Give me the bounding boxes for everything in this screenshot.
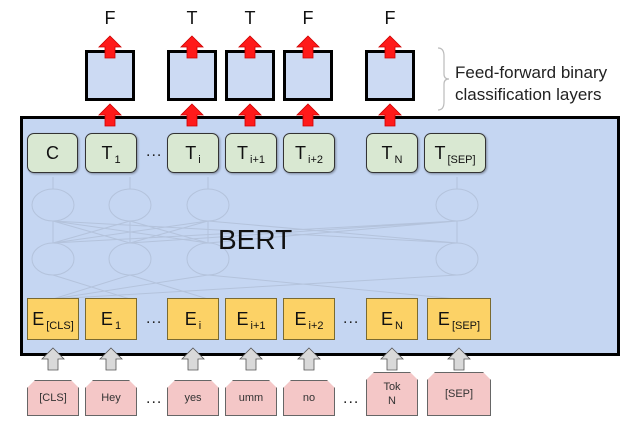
ellipsis: ... — [146, 310, 163, 327]
tbox-sub: i+2 — [308, 154, 323, 166]
arrow-up-gray-icon — [239, 347, 263, 371]
token-text: N — [388, 395, 396, 407]
token-text: no — [302, 391, 316, 404]
arrow-up-red-icon — [98, 103, 122, 127]
ebox-sub: i — [198, 320, 202, 332]
arrow-up-gray-icon — [181, 347, 205, 371]
tbox-sub: i+1 — [250, 154, 265, 166]
tbox-main: T — [434, 142, 446, 163]
caption: Feed-forward binary classification layer… — [455, 62, 607, 106]
token-cls: [CLS] — [27, 380, 79, 416]
output-token-c: C — [27, 133, 78, 173]
token-no: no — [283, 380, 335, 416]
token-yes: yes — [167, 380, 219, 416]
tbox-main: C — [46, 142, 59, 163]
token-text: [CLS] — [39, 391, 67, 404]
tbox-main: T — [381, 142, 393, 163]
ebox-sub: i+2 — [308, 320, 324, 332]
arrow-up-red-icon — [378, 35, 402, 59]
token-text: [SEP] — [444, 387, 474, 400]
token-text: umm — [238, 391, 264, 404]
ebox-main: E — [32, 308, 45, 329]
tbox-sub: 1 — [114, 154, 121, 166]
token-sep: [SEP] — [427, 372, 491, 416]
arrow-up-red-icon — [378, 103, 402, 127]
network-graphic — [31, 177, 479, 300]
arrow-up-gray-icon — [447, 347, 471, 371]
token-text: Hey — [101, 391, 121, 404]
ebox-sub: [CLS] — [46, 320, 74, 332]
ebox-main: E — [236, 308, 249, 329]
arrow-up-red-icon — [98, 35, 122, 59]
ellipsis: ... — [343, 310, 360, 327]
output-label: T — [186, 8, 198, 28]
arrow-up-red-icon — [238, 103, 262, 127]
token-umm: umm — [225, 380, 277, 416]
tbox-main: T — [295, 142, 306, 163]
ff-layer-2 — [167, 50, 217, 101]
arrow-up-gray-icon — [41, 347, 65, 371]
arrow-up-red-icon — [296, 35, 320, 59]
arrow-up-red-icon — [180, 103, 204, 127]
tbox-sub: N — [394, 154, 403, 166]
ellipsis: ... — [146, 390, 163, 407]
arrow-up-gray-icon — [297, 347, 321, 371]
bert-title: BERT — [218, 224, 293, 255]
caption-line-1: Feed-forward binary — [455, 63, 608, 82]
ebox-main: E — [184, 308, 197, 329]
brace-icon — [437, 47, 450, 111]
ebox-main: E — [437, 308, 450, 329]
arrow-up-red-icon — [296, 103, 320, 127]
token-text: Tok — [383, 380, 401, 393]
embedding-cls: E[CLS] — [27, 298, 79, 340]
ff-layer-3 — [225, 50, 275, 101]
arrow-up-gray-icon — [380, 347, 404, 371]
arrow-up-red-icon — [180, 35, 204, 59]
tbox-sub: [SEP] — [447, 154, 476, 166]
output-label: F — [104, 8, 116, 28]
ebox-main: E — [100, 308, 113, 329]
token-hey: Hey — [85, 380, 137, 416]
output-label: F — [384, 8, 396, 28]
tbox-main: T — [101, 142, 113, 163]
caption-line-2: classification layers — [455, 85, 602, 104]
tbox-sub: i — [198, 154, 201, 166]
output-label: F — [302, 8, 314, 28]
output-label: T — [244, 8, 256, 28]
ebox-sub: i+1 — [250, 320, 266, 332]
ebox-main: E — [294, 308, 307, 329]
ebox-main: E — [381, 308, 394, 329]
ebox-sub: 1 — [114, 320, 122, 332]
output-token-tsep: T[SEP] — [424, 133, 486, 173]
ebox-sub: [SEP] — [451, 320, 481, 332]
tbox-main: T — [185, 142, 197, 163]
ebox-sub: N — [395, 320, 403, 332]
token-text: yes — [184, 391, 202, 404]
ellipsis: ... — [146, 143, 163, 160]
tbox-main: T — [237, 142, 248, 163]
arrow-up-gray-icon — [99, 347, 123, 371]
ellipsis: ... — [343, 390, 360, 407]
embedding-sep: E[SEP] — [427, 298, 491, 340]
arrow-up-red-icon — [238, 35, 262, 59]
